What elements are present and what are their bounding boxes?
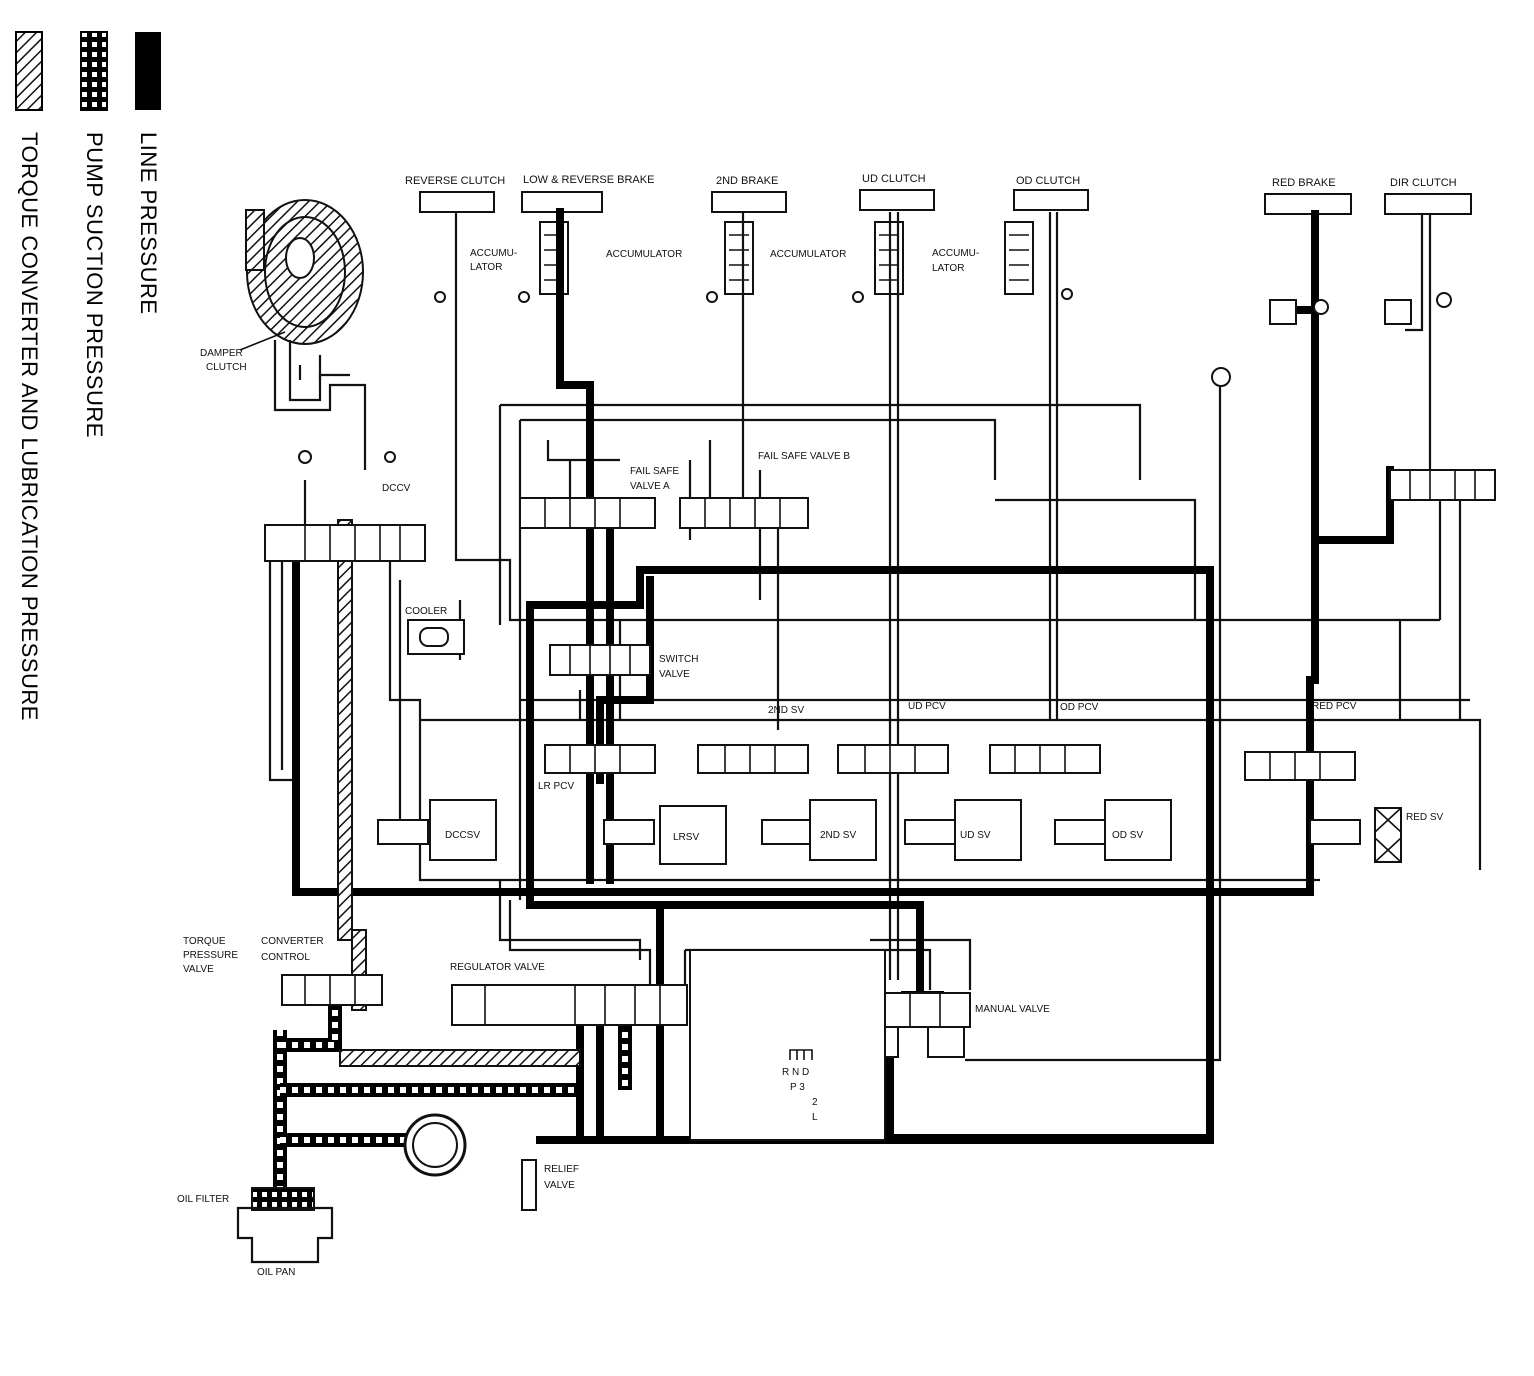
dccv-label: DCCV <box>382 483 411 494</box>
ud-clutch-box <box>859 189 935 211</box>
thin-pipes <box>268 212 1482 1062</box>
gear-row-3: 2 <box>812 1097 818 1108</box>
reverse-clutch-label: REVERSE CLUTCH <box>405 175 505 187</box>
accumulator-2-label: ACCUMULATOR <box>606 249 682 260</box>
damper-clutch-label-b: CLUTCH <box>206 362 247 373</box>
legend-torque-converter: TORQUE CONVERTER AND LUBRICATION PRESSUR… <box>17 132 42 721</box>
gear-row-2: P 3 <box>790 1082 805 1093</box>
second-sv-top-label: 2ND SV <box>768 705 804 716</box>
ud-clutch-label: UD CLUTCH <box>862 173 926 185</box>
second-sv-label: 2ND SV <box>820 830 856 841</box>
legend-line-pressure: LINE PRESSURE <box>136 132 161 315</box>
switch-valve-label-1: SWITCH <box>659 654 698 665</box>
red-brake-box <box>1264 193 1352 215</box>
converter-control-label-2: CONTROL <box>261 952 310 963</box>
legend-swatch-line-pressure <box>135 32 161 110</box>
pump-suction-pipes <box>273 1000 632 1200</box>
legend-swatch-torque-converter <box>15 31 43 111</box>
second-brake-box <box>711 191 787 213</box>
dir-clutch-label: DIR CLUTCH <box>1390 177 1457 189</box>
cooler-label: COOLER <box>405 606 447 617</box>
low-reverse-brake-label: LOW & REVERSE BRAKE <box>523 174 654 186</box>
accumulator-1-label-b: LATOR <box>470 262 502 273</box>
od-clutch-label: OD CLUTCH <box>1016 175 1080 187</box>
dccsv-label: DCCSV <box>445 830 480 841</box>
red-brake-label: RED BRAKE <box>1272 177 1336 189</box>
oil-pan-label: OIL PAN <box>257 1267 295 1278</box>
ud-pcv-label: UD PCV <box>908 701 946 712</box>
accumulator-3-label: ACCUMULATOR <box>770 249 846 260</box>
lr-pcv-label: LR PCV <box>538 781 574 792</box>
fail-safe-b-label: FAIL SAFE VALVE B <box>758 451 850 462</box>
red-pcv-label: RED PCV <box>1312 701 1357 712</box>
gear-row-4: L <box>812 1112 818 1123</box>
od-clutch-box <box>1013 189 1089 211</box>
legend-swatch-pump-suction <box>80 31 108 111</box>
accumulator-4-label-b: LATOR <box>932 263 964 274</box>
legend-pump-suction: PUMP SUCTION PRESSURE <box>82 132 107 438</box>
torque-pv-label-3: VALVE <box>183 964 214 975</box>
accumulator-1-label-a: ACCUMU- <box>470 248 517 259</box>
od-sv-label: OD SV <box>1112 830 1143 841</box>
reverse-clutch-box <box>419 191 495 213</box>
second-brake-label: 2ND BRAKE <box>716 175 778 187</box>
relief-valve-label-2: VALVE <box>544 1180 575 1191</box>
gear-row-1: R N D <box>782 1067 809 1078</box>
converter-control-label-1: CONVERTER <box>261 936 324 947</box>
oil-filter-label: OIL FILTER <box>177 1194 229 1205</box>
top-components <box>419 189 1472 215</box>
manual-valve-label: MANUAL VALVE <box>975 1004 1050 1015</box>
od-pcv-label: OD PCV <box>1060 702 1099 713</box>
torque-converter <box>245 199 367 470</box>
legend: LINE PRESSURE PUMP SUCTION PRESSURE TORQ… <box>15 31 161 721</box>
torque-pv-label-1: TORQUE <box>183 936 226 947</box>
accumulator-4-label-a: ACCUMU- <box>932 248 979 259</box>
ud-sv-label: UD SV <box>960 830 991 841</box>
regulator-valve-label: REGULATOR VALVE <box>450 962 545 973</box>
lrsv-label: LRSV <box>673 832 699 843</box>
red-sv-label: RED SV <box>1406 812 1444 823</box>
spool-valves <box>236 288 1496 1264</box>
selector-icon <box>789 1049 813 1060</box>
switch-valve-label-2: VALVE <box>659 669 690 680</box>
relief-valve-label-1: RELIEF <box>544 1164 579 1175</box>
damper-clutch-label-a: DAMPER <box>200 348 243 359</box>
fail-safe-a-label-2: VALVE A <box>630 481 670 492</box>
torque-pv-label-2: PRESSURE <box>183 950 238 961</box>
fail-safe-a-label-1: FAIL SAFE <box>630 466 679 477</box>
dir-clutch-box <box>1384 193 1472 215</box>
